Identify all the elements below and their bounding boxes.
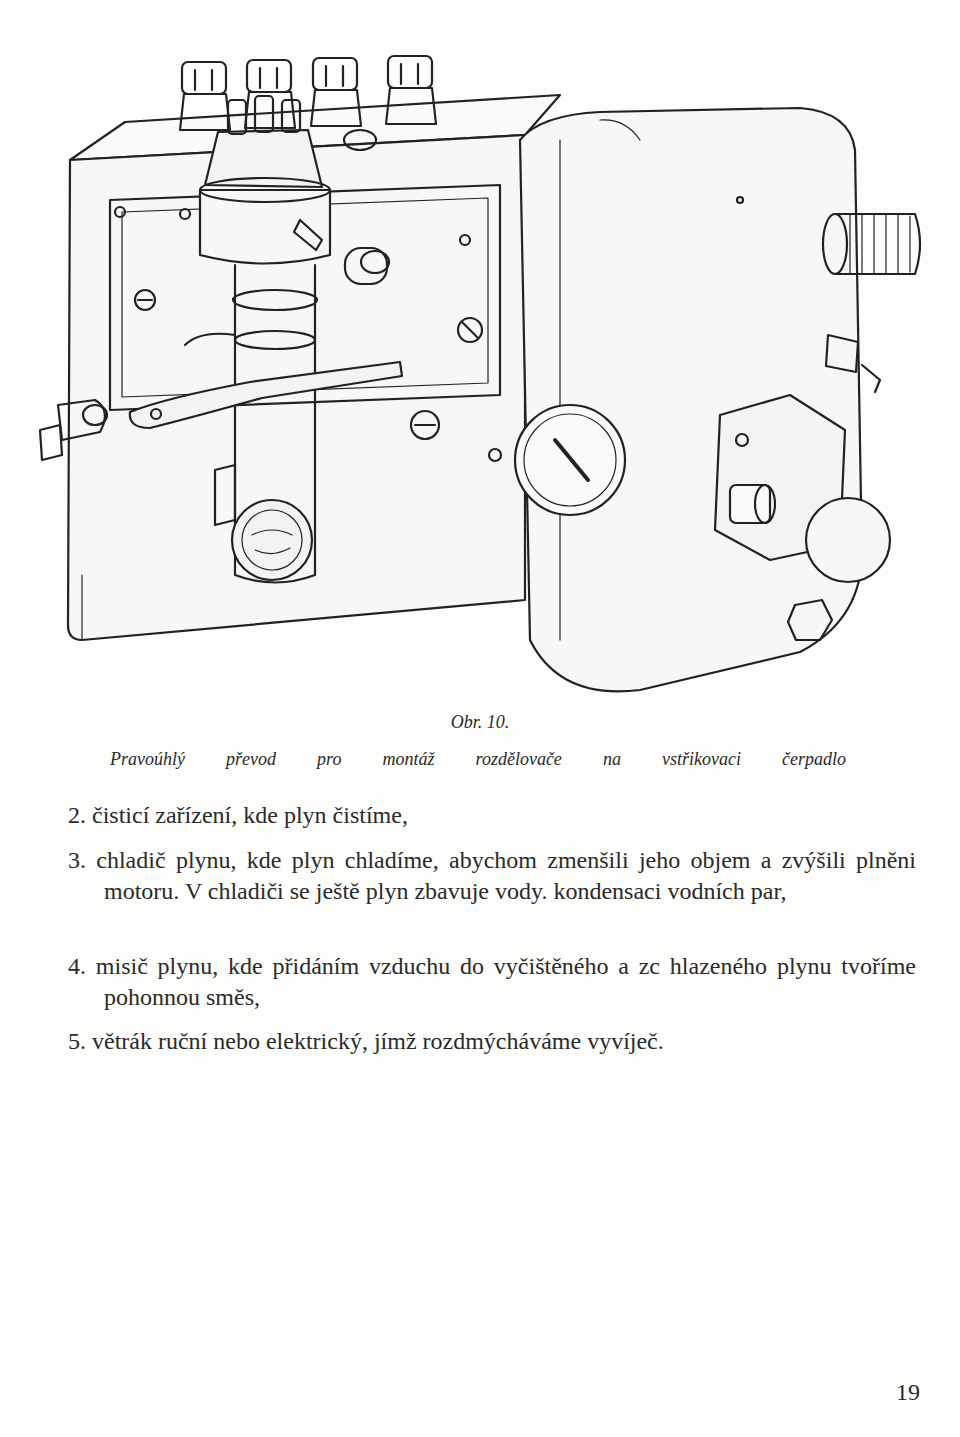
list-item: 3. chladič plynu, kde plyn chladíme, aby… xyxy=(68,845,916,907)
pump-housing xyxy=(68,95,560,640)
drive-shaft xyxy=(823,214,920,274)
list-item: 4. misič plynu, kde přidáním vzduchu do … xyxy=(68,951,916,1013)
figure-number: Obr. 10. xyxy=(0,711,960,733)
page-number: 19 xyxy=(870,1378,920,1406)
governor-housing xyxy=(515,108,890,691)
list-item: 2. čisticí zařízení, kde plyn čistíme, xyxy=(68,800,916,831)
left-fitting xyxy=(40,400,107,460)
figure-caption: Pravoúhlý převod pro montáž rozdělovače … xyxy=(110,748,846,770)
injection-pump-illustration xyxy=(0,0,960,720)
distributor xyxy=(130,96,402,583)
list-item: 5. větrák ruční nebo elektrický, jímž ro… xyxy=(68,1026,916,1057)
